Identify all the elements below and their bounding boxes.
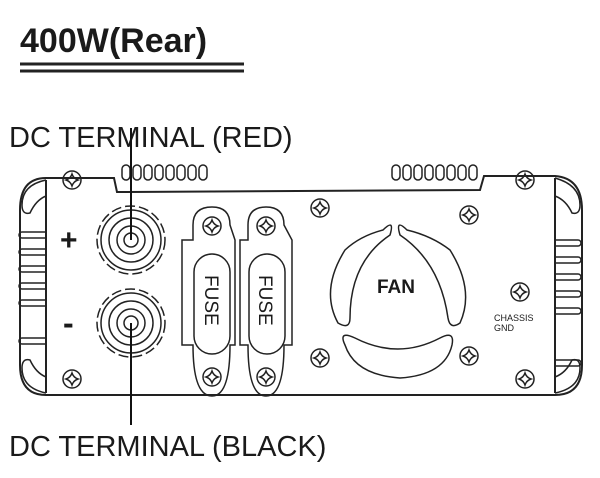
- fan-grille: [329, 224, 467, 379]
- fuse-holder-2: [239, 206, 293, 397]
- dc-terminal-black: [96, 288, 166, 358]
- plus-label: +: [60, 224, 78, 257]
- screw-icon: [310, 198, 330, 218]
- fuse-1-label: FUSE: [200, 275, 221, 326]
- screw-icon: [459, 205, 479, 225]
- housing: [18, 164, 583, 396]
- screw-icon: [62, 170, 82, 190]
- vent-slots: [121, 164, 478, 181]
- gnd-label: GND: [494, 323, 515, 333]
- fuse-2-label: FUSE: [254, 275, 275, 326]
- screw-icon: [515, 369, 535, 389]
- screw-icon: [310, 348, 330, 368]
- diagram-title: 400W(Rear): [20, 22, 207, 60]
- chassis-label: CHASSIS: [494, 313, 534, 323]
- screw-icon: [515, 170, 535, 190]
- screw-icon: [62, 369, 82, 389]
- fan-label: FAN: [377, 277, 415, 298]
- minus-label: -: [63, 305, 74, 341]
- dc-terminal-black-label: DC TERMINAL (BLACK): [9, 431, 326, 463]
- chassis-gnd-screw-icon: [510, 282, 530, 302]
- screw-icon: [459, 346, 479, 366]
- fuse-holder-1: [181, 206, 236, 397]
- dc-terminal-red-label: DC TERMINAL (RED): [9, 122, 293, 154]
